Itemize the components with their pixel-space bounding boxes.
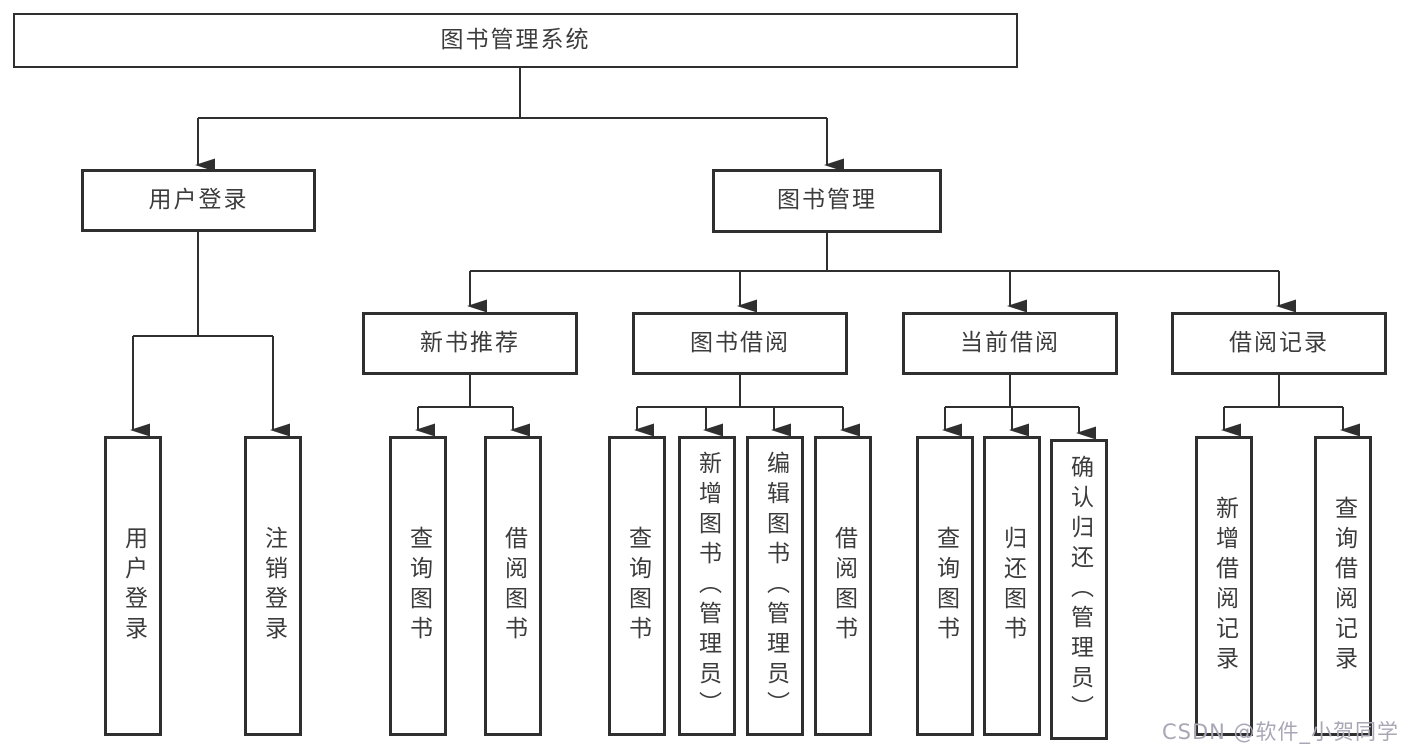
leaf-user-login: 用户登录 <box>104 436 162 736</box>
leaf-logout-login: 注销登录 <box>244 436 302 736</box>
leaf-return-books: 归还图书 <box>983 436 1041 736</box>
node-current-borrow: 当前借阅 <box>902 312 1118 375</box>
leaf-query-books-recommend: 查询图书 <box>389 436 447 736</box>
node-user-login: 用户登录 <box>81 169 316 232</box>
leaf-add-borrow-record: 新增借阅记录 <box>1195 436 1253 736</box>
watermark: CSDN @软件_小贺同学 <box>1162 720 1400 744</box>
node-book-management: 图书管理 <box>712 169 942 233</box>
node-borrow-records: 借阅记录 <box>1171 312 1387 375</box>
leaf-query-books-borrow: 查询图书 <box>608 436 666 736</box>
node-root: 图书管理系统 <box>13 13 1018 68</box>
leaf-edit-books-admin: 编辑图书（管理员） <box>746 436 804 736</box>
leaf-borrow-books-recommend: 借阅图书 <box>484 436 542 736</box>
node-new-book-recommend: 新书推荐 <box>362 312 578 375</box>
leaf-query-books-current: 查询图书 <box>916 436 974 736</box>
leaf-add-books-admin: 新增图书（管理员） <box>678 436 736 736</box>
leaf-query-borrow-record: 查询借阅记录 <box>1314 436 1372 736</box>
leaf-confirm-return-admin: 确认归还（管理员） <box>1050 439 1108 740</box>
node-book-borrow: 图书借阅 <box>632 312 848 375</box>
leaf-borrow-books: 借阅图书 <box>814 436 872 736</box>
